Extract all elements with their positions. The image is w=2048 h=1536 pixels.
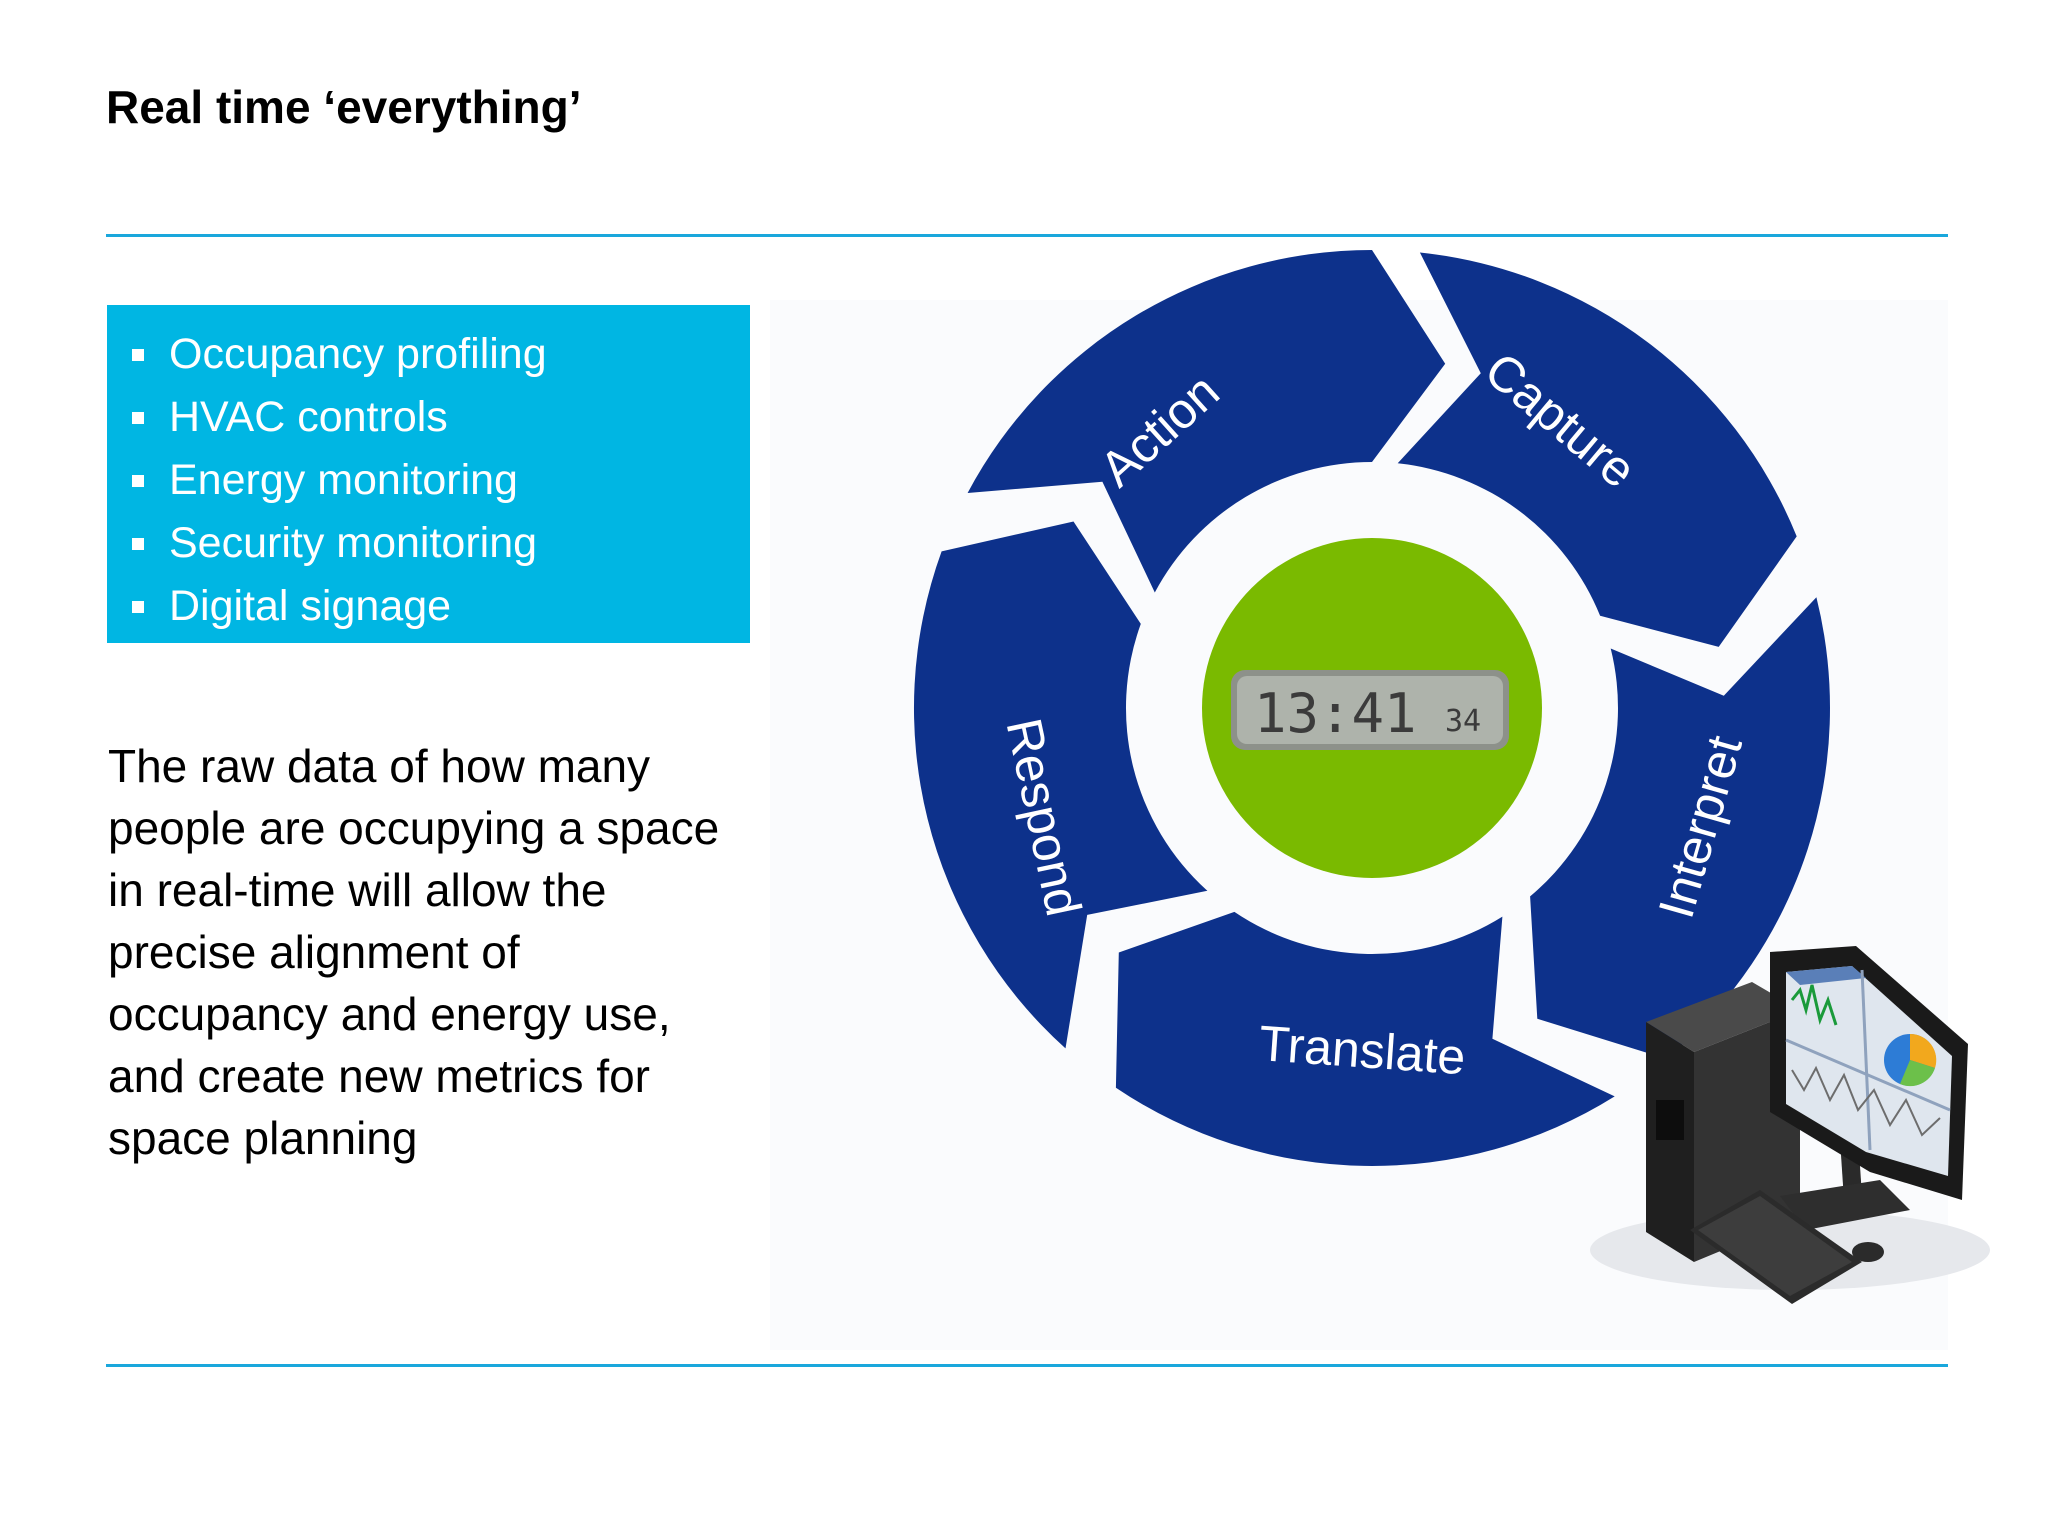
feature-label: HVAC controls bbox=[169, 393, 448, 441]
cycle-segment-interpret bbox=[1530, 597, 1830, 1059]
description-line: and create new metrics for bbox=[108, 1050, 651, 1102]
clock-time: 13:41 bbox=[1254, 682, 1417, 745]
bullet-square-icon bbox=[132, 538, 144, 550]
slide-title: Real time ‘everything’ bbox=[106, 81, 582, 133]
feature-item: Security monitoring bbox=[107, 512, 750, 575]
bullet-square-icon bbox=[132, 349, 144, 361]
cycle-ring bbox=[913, 250, 1830, 1166]
bullet-square-icon bbox=[132, 475, 144, 487]
lcd-clock-icon bbox=[1231, 670, 1509, 750]
cycle-segment-capture bbox=[1397, 252, 1797, 647]
feature-item: Digital signage bbox=[107, 575, 750, 638]
top-divider bbox=[106, 234, 1948, 237]
feature-list-box: Occupancy profiling HVAC controls Energy… bbox=[107, 305, 750, 643]
description-line: in real-time will allow the bbox=[108, 864, 607, 916]
bullet-square-icon bbox=[132, 412, 144, 424]
feature-item: Occupancy profiling bbox=[107, 323, 750, 386]
description-line: The raw data of how many bbox=[108, 740, 651, 792]
feature-label: Occupancy profiling bbox=[169, 330, 547, 378]
description-line: space planning bbox=[108, 1112, 418, 1164]
description-line: people are occupying a space bbox=[108, 802, 720, 854]
feature-label: Security monitoring bbox=[169, 519, 538, 567]
description-line: precise alignment of bbox=[108, 926, 520, 978]
desktop-computer-icon bbox=[1590, 946, 1990, 1304]
feature-item: HVAC controls bbox=[107, 386, 750, 449]
description-line: occupancy and energy use, bbox=[108, 988, 671, 1040]
feature-item: Energy monitoring bbox=[107, 449, 750, 512]
cycle-segment-action bbox=[967, 250, 1446, 593]
feature-list: Occupancy profiling HVAC controls Energy… bbox=[107, 323, 750, 638]
description-paragraph: The raw data of how many people are occu… bbox=[108, 735, 828, 1169]
bottom-divider bbox=[106, 1364, 1948, 1367]
feature-label: Digital signage bbox=[169, 582, 452, 630]
bullet-square-icon bbox=[132, 601, 144, 613]
cycle-segment-respond bbox=[913, 521, 1208, 1049]
cycle-segment-translate bbox=[1115, 911, 1615, 1166]
clock-seconds: 34 bbox=[1445, 704, 1481, 739]
feature-label: Energy monitoring bbox=[169, 456, 518, 504]
